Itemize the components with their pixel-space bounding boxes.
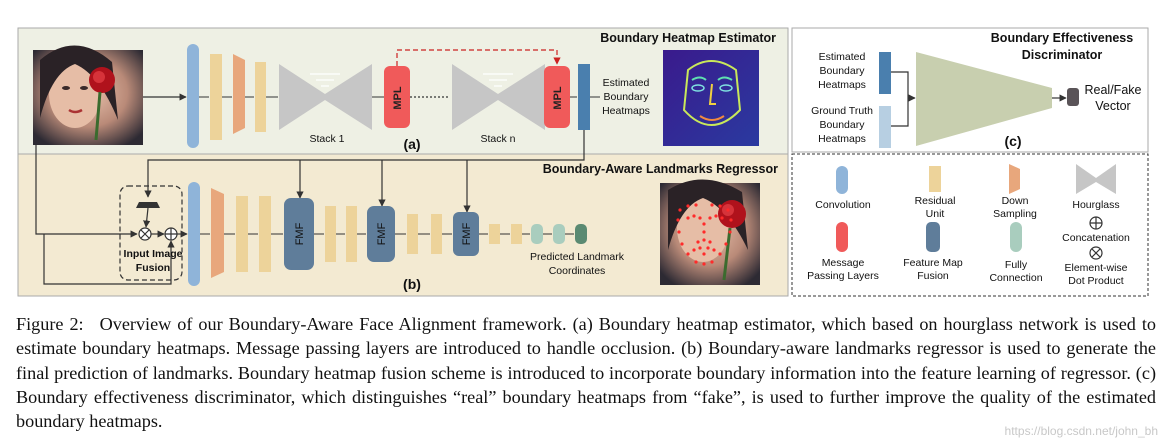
- regressor-title: Boundary-Aware Landmarks Regressor: [543, 162, 778, 176]
- residual-block: [236, 196, 248, 272]
- legend: Convolution Residual Unit Down Sampling …: [807, 164, 1130, 287]
- legend-fmf-label-2: Fusion: [917, 270, 949, 282]
- residual-block: [325, 206, 336, 262]
- heatmap-image: [663, 50, 759, 146]
- fmf-label-1: FMF: [294, 222, 306, 245]
- discriminator-title-1: Boundary Effectiveness: [991, 31, 1133, 45]
- caption-text: Overview of our Boundary-Aware Face Alig…: [16, 314, 1156, 432]
- legend-mpl-label-2: Passing Layers: [807, 270, 879, 282]
- real-fake-label-2: Vector: [1095, 99, 1130, 113]
- hourglass-stack-1: [279, 64, 372, 130]
- legend-concat-label: Concatenation: [1062, 232, 1130, 244]
- fc-block-final: [575, 224, 587, 244]
- disc-estimated-label-3: Heatmaps: [818, 79, 866, 91]
- mpl-skip-connection: [396, 49, 561, 66]
- legend-fmf-swatch: [926, 222, 940, 252]
- disc-gt-label-3: Heatmaps: [818, 133, 866, 145]
- predicted-label-1: Predicted Landmark: [530, 251, 625, 263]
- down-sampling-block: [233, 54, 245, 134]
- disc-gt-input: [879, 106, 891, 148]
- legend-fc-label-1: Fully: [1005, 259, 1028, 271]
- fmf-label-2: FMF: [376, 222, 388, 245]
- legend-fc-label-2: Connection: [989, 272, 1042, 284]
- real-fake-label-1: Real/Fake: [1085, 83, 1142, 97]
- legend-fmf-label-1: Feature Map: [903, 257, 963, 269]
- framework-diagram: Boundary Heatmap Estimator Boundary-Awar…: [17, 27, 1149, 297]
- fmf-block-1: [284, 198, 314, 270]
- discriminator-tag: (c): [1004, 133, 1021, 149]
- legend-mpl-swatch: [836, 222, 848, 252]
- estimator-tag: (a): [403, 136, 420, 152]
- legend-hourglass-swatch: [1076, 164, 1116, 194]
- legend-fc-swatch: [1010, 222, 1022, 252]
- fmf-label-3: FMF: [461, 222, 473, 245]
- estimated-heatmaps-label-1: Estimated: [603, 77, 650, 89]
- legend-residual-swatch: [929, 166, 941, 192]
- disc-estimated-label-2: Boundary: [820, 65, 866, 77]
- residual-block: [210, 54, 222, 140]
- disc-estimated-label-1: Estimated: [819, 51, 866, 63]
- figure-number: Figure 2:: [16, 314, 84, 334]
- legend-down-label-1: Down: [1002, 195, 1029, 207]
- down-sampling-block: [211, 188, 224, 278]
- legend-mpl-label-1: Message: [822, 257, 865, 269]
- real-fake-vector: [1067, 88, 1079, 106]
- discriminator-title-2: Discriminator: [1022, 48, 1103, 62]
- watermark: https://blog.csdn.net/john_bh: [1004, 424, 1158, 438]
- stack1-label: Stack 1: [309, 133, 344, 145]
- fusion-conv-icon: [136, 202, 160, 208]
- disc-gt-label-1: Ground Truth: [811, 105, 873, 117]
- input-face-image: [33, 45, 143, 145]
- landmark-face-image: [660, 179, 760, 285]
- legend-down-label-2: Sampling: [993, 208, 1037, 220]
- mpl-block-n: [544, 66, 570, 128]
- legend-conv-swatch: [836, 166, 848, 194]
- residual-block: [489, 224, 500, 244]
- fmf-block-2: [367, 206, 395, 262]
- residual-block: [255, 62, 266, 132]
- regressor-tag: (b): [403, 276, 421, 292]
- residual-block: [346, 206, 357, 262]
- disc-gt-label-2: Boundary: [820, 119, 866, 131]
- legend-residual-label-1: Residual: [915, 195, 956, 207]
- estimated-heatmaps-label-2: Boundary: [604, 91, 650, 103]
- stackn-label: Stack n: [480, 133, 515, 145]
- legend-dot-label-1: Element-wise: [1064, 262, 1127, 274]
- conv-block: [187, 44, 199, 148]
- legend-dot-label-2: Dot Product: [1068, 275, 1124, 287]
- legend-residual-label-2: Unit: [926, 208, 945, 220]
- conv-block: [188, 182, 200, 286]
- mpl-label-n: MPL: [552, 86, 564, 110]
- discriminator-network: [916, 52, 1052, 146]
- residual-block: [511, 224, 522, 244]
- fusion-label-1: Input Image: [124, 248, 183, 260]
- figure-caption: Figure 2: Overview of our Boundary-Aware…: [16, 312, 1156, 433]
- fc-block: [531, 224, 543, 244]
- residual-block: [259, 196, 271, 272]
- residual-block: [407, 214, 418, 254]
- mpl-block-1: [384, 66, 410, 128]
- mpl-label-1: MPL: [392, 86, 404, 110]
- estimated-heatmaps-label-3: Heatmaps: [602, 105, 650, 117]
- legend-conv-label: Convolution: [815, 199, 871, 211]
- estimator-title: Boundary Heatmap Estimator: [600, 31, 776, 45]
- residual-block: [431, 214, 442, 254]
- fusion-label-2: Fusion: [136, 262, 170, 274]
- fmf-block-3: [453, 212, 479, 256]
- legend-down-swatch: [1009, 164, 1020, 194]
- predicted-label-2: Coordinates: [549, 265, 606, 277]
- disc-estimated-input: [879, 52, 891, 94]
- fc-block: [553, 224, 565, 244]
- boundary-heatmap-output: [578, 64, 590, 130]
- hourglass-stack-n: [452, 64, 545, 130]
- legend-hourglass-label: Hourglass: [1072, 199, 1119, 211]
